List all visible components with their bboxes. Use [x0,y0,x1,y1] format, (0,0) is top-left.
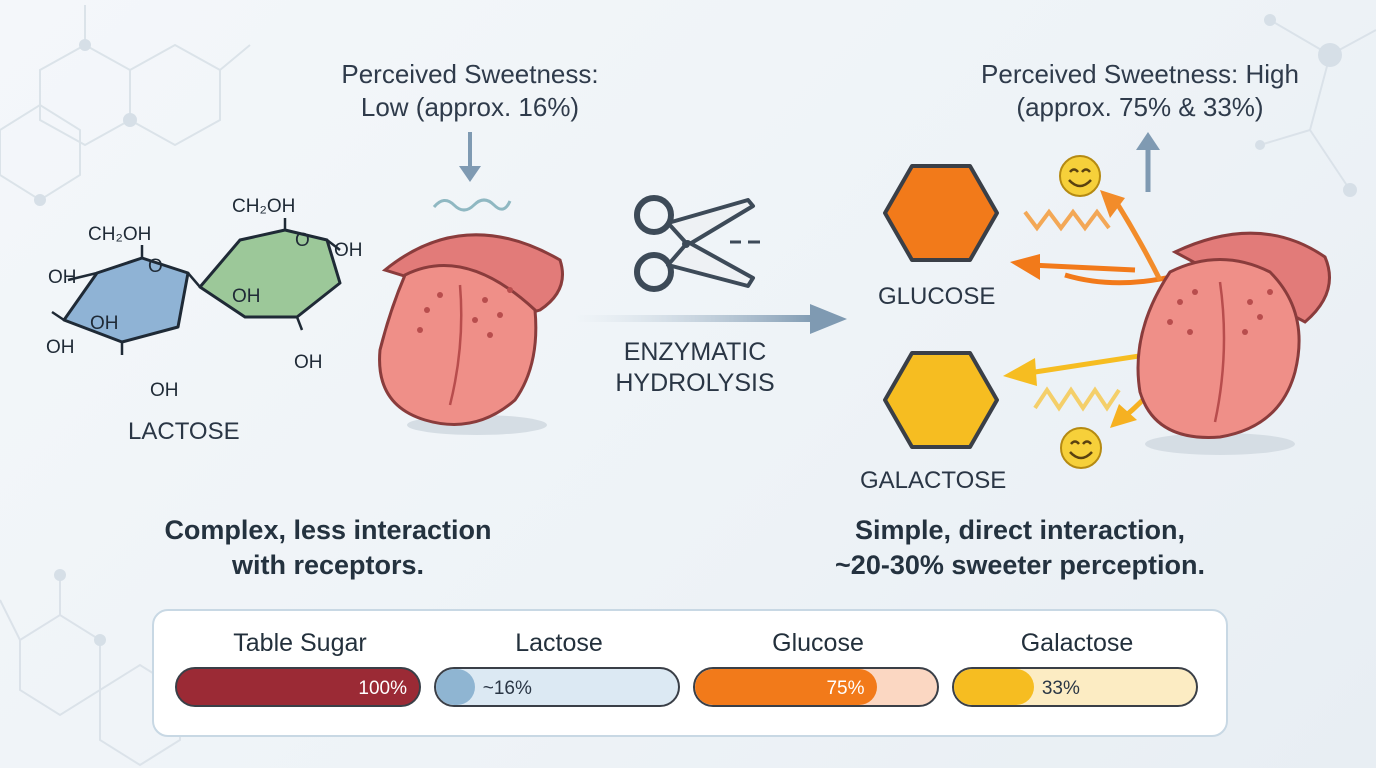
lactose-structure [51,218,342,355]
lactose-label: LACTOSE [128,418,240,445]
smiley-icon [1060,427,1102,469]
sweetness-bar-lactose: ~16% [434,667,680,707]
lactose-caption: Complex, less interaction with receptors… [164,515,492,580]
hydroxyl-label: OH [46,337,75,358]
hydroxyl-label: OH [150,380,179,401]
bar-title-lactose: Lactose [515,629,603,657]
sweetness-bar-galactose: 33% [952,667,1198,707]
bar-value: 100% [358,678,407,699]
tongue-icon [378,233,564,435]
ring-oxygen-label: O [295,230,310,251]
down-arrow-icon [459,132,481,182]
hydroxyl-label: OH [294,352,323,373]
ring-oxygen-label: O [148,256,163,277]
hydroxyl-label: OH [48,267,77,288]
products-caption: Simple, direct interaction, ~20-30% swee… [835,515,1205,580]
ch2oh-label: CH₂OH [232,196,296,217]
squiggle-icon [432,198,512,212]
ch2oh-label: CH₂OH [88,224,152,245]
tongue-icon [1136,231,1331,455]
low-sweetness-heading: Perceived Sweetness: Low (approx. 16%) [341,59,599,122]
high-sweetness-heading: Perceived Sweetness: High (approx. 75% &… [981,59,1299,122]
galactose-label: GALACTOSE [860,467,1007,494]
hydroxyl-label: OH [90,313,119,334]
smiley-icon [1059,155,1101,197]
bar-title-glucose: Glucose [772,629,864,657]
glucose-ring-left [62,256,190,344]
bar-title-table-sugar: Table Sugar [233,629,367,657]
scissors-icon [634,195,760,292]
hydroxyl-label: OH [334,240,363,261]
sweetness-bar-glucose: 75% [693,667,939,707]
enzymatic-hydrolysis-label: ENZYMATIC HYDROLYSIS [615,338,775,397]
bar-value: ~16% [482,678,532,699]
bar-value: 33% [1041,678,1080,699]
bar-value: 75% [826,678,865,699]
bar-fill [954,669,1034,705]
galactose-ring-right [198,228,342,319]
bar-fill [436,669,475,705]
glucose-label: GLUCOSE [878,283,996,310]
bar-fill [695,669,877,705]
glucose-hexagon [883,164,999,262]
up-arrow-icon [1136,132,1160,192]
hydroxyl-label: OH [232,286,261,307]
process-arrow [575,304,847,334]
bar-title-galactose: Galactose [1020,629,1134,657]
sweetness-bar-table-sugar: 100% [175,667,421,707]
galactose-hexagon [883,351,999,449]
bar-fill [177,669,419,705]
